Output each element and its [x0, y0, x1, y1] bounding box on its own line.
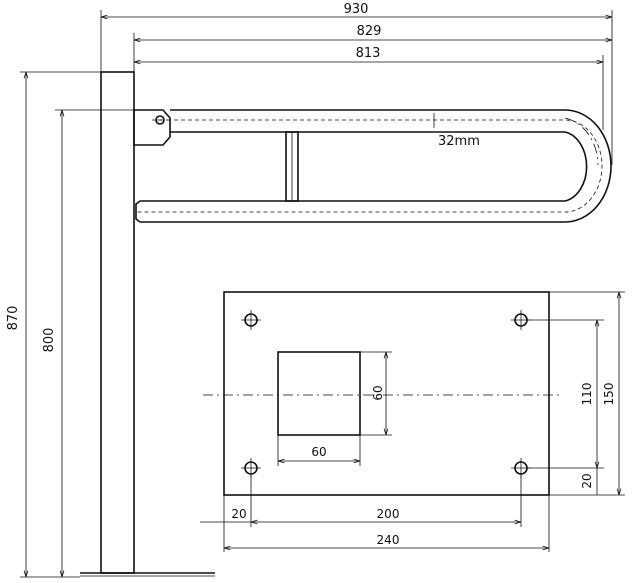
dim-hole-offset-left: 20	[231, 507, 246, 521]
dim-square-width: 60	[311, 445, 326, 459]
base-plate-view: 60 60 110 150 20 20 200 240	[200, 291, 625, 552]
dim-hole-spacing-vertical: 110	[580, 383, 594, 406]
base-plate	[223, 291, 550, 496]
arm-hidden-line	[136, 119, 603, 213]
dim-total-width: 930	[344, 2, 369, 17]
post-square-section	[277, 351, 361, 436]
dim-plate-width: 240	[377, 533, 400, 547]
folding-arm-inner	[140, 131, 588, 202]
dim-square-height: 60	[371, 385, 385, 400]
side-view-horizontal-dims: 930 829 813	[100, 2, 613, 165]
side-view-vertical-dims: 870 800	[6, 71, 134, 578]
dim-tube-diameter: 32mm	[438, 134, 480, 149]
vertical-post	[100, 71, 135, 574]
arm-end-cap	[135, 200, 141, 223]
dim-hole-spacing-horizontal: 200	[377, 507, 400, 521]
hinge-bracket	[133, 109, 171, 146]
folding-arm-outer	[140, 109, 612, 223]
dim-plate-height: 150	[602, 383, 616, 406]
dim-post-height: 800	[42, 328, 57, 353]
dim-hole-offset-bottom: 20	[580, 473, 594, 488]
dim-arm-length-inner: 813	[356, 46, 381, 61]
dim-total-height: 870	[6, 306, 21, 331]
arm-bend-centerline	[564, 117, 599, 166]
mounting-hole-top-left	[241, 310, 261, 330]
dim-arm-length-outer: 829	[357, 24, 382, 39]
side-view: 32mm	[80, 71, 612, 577]
